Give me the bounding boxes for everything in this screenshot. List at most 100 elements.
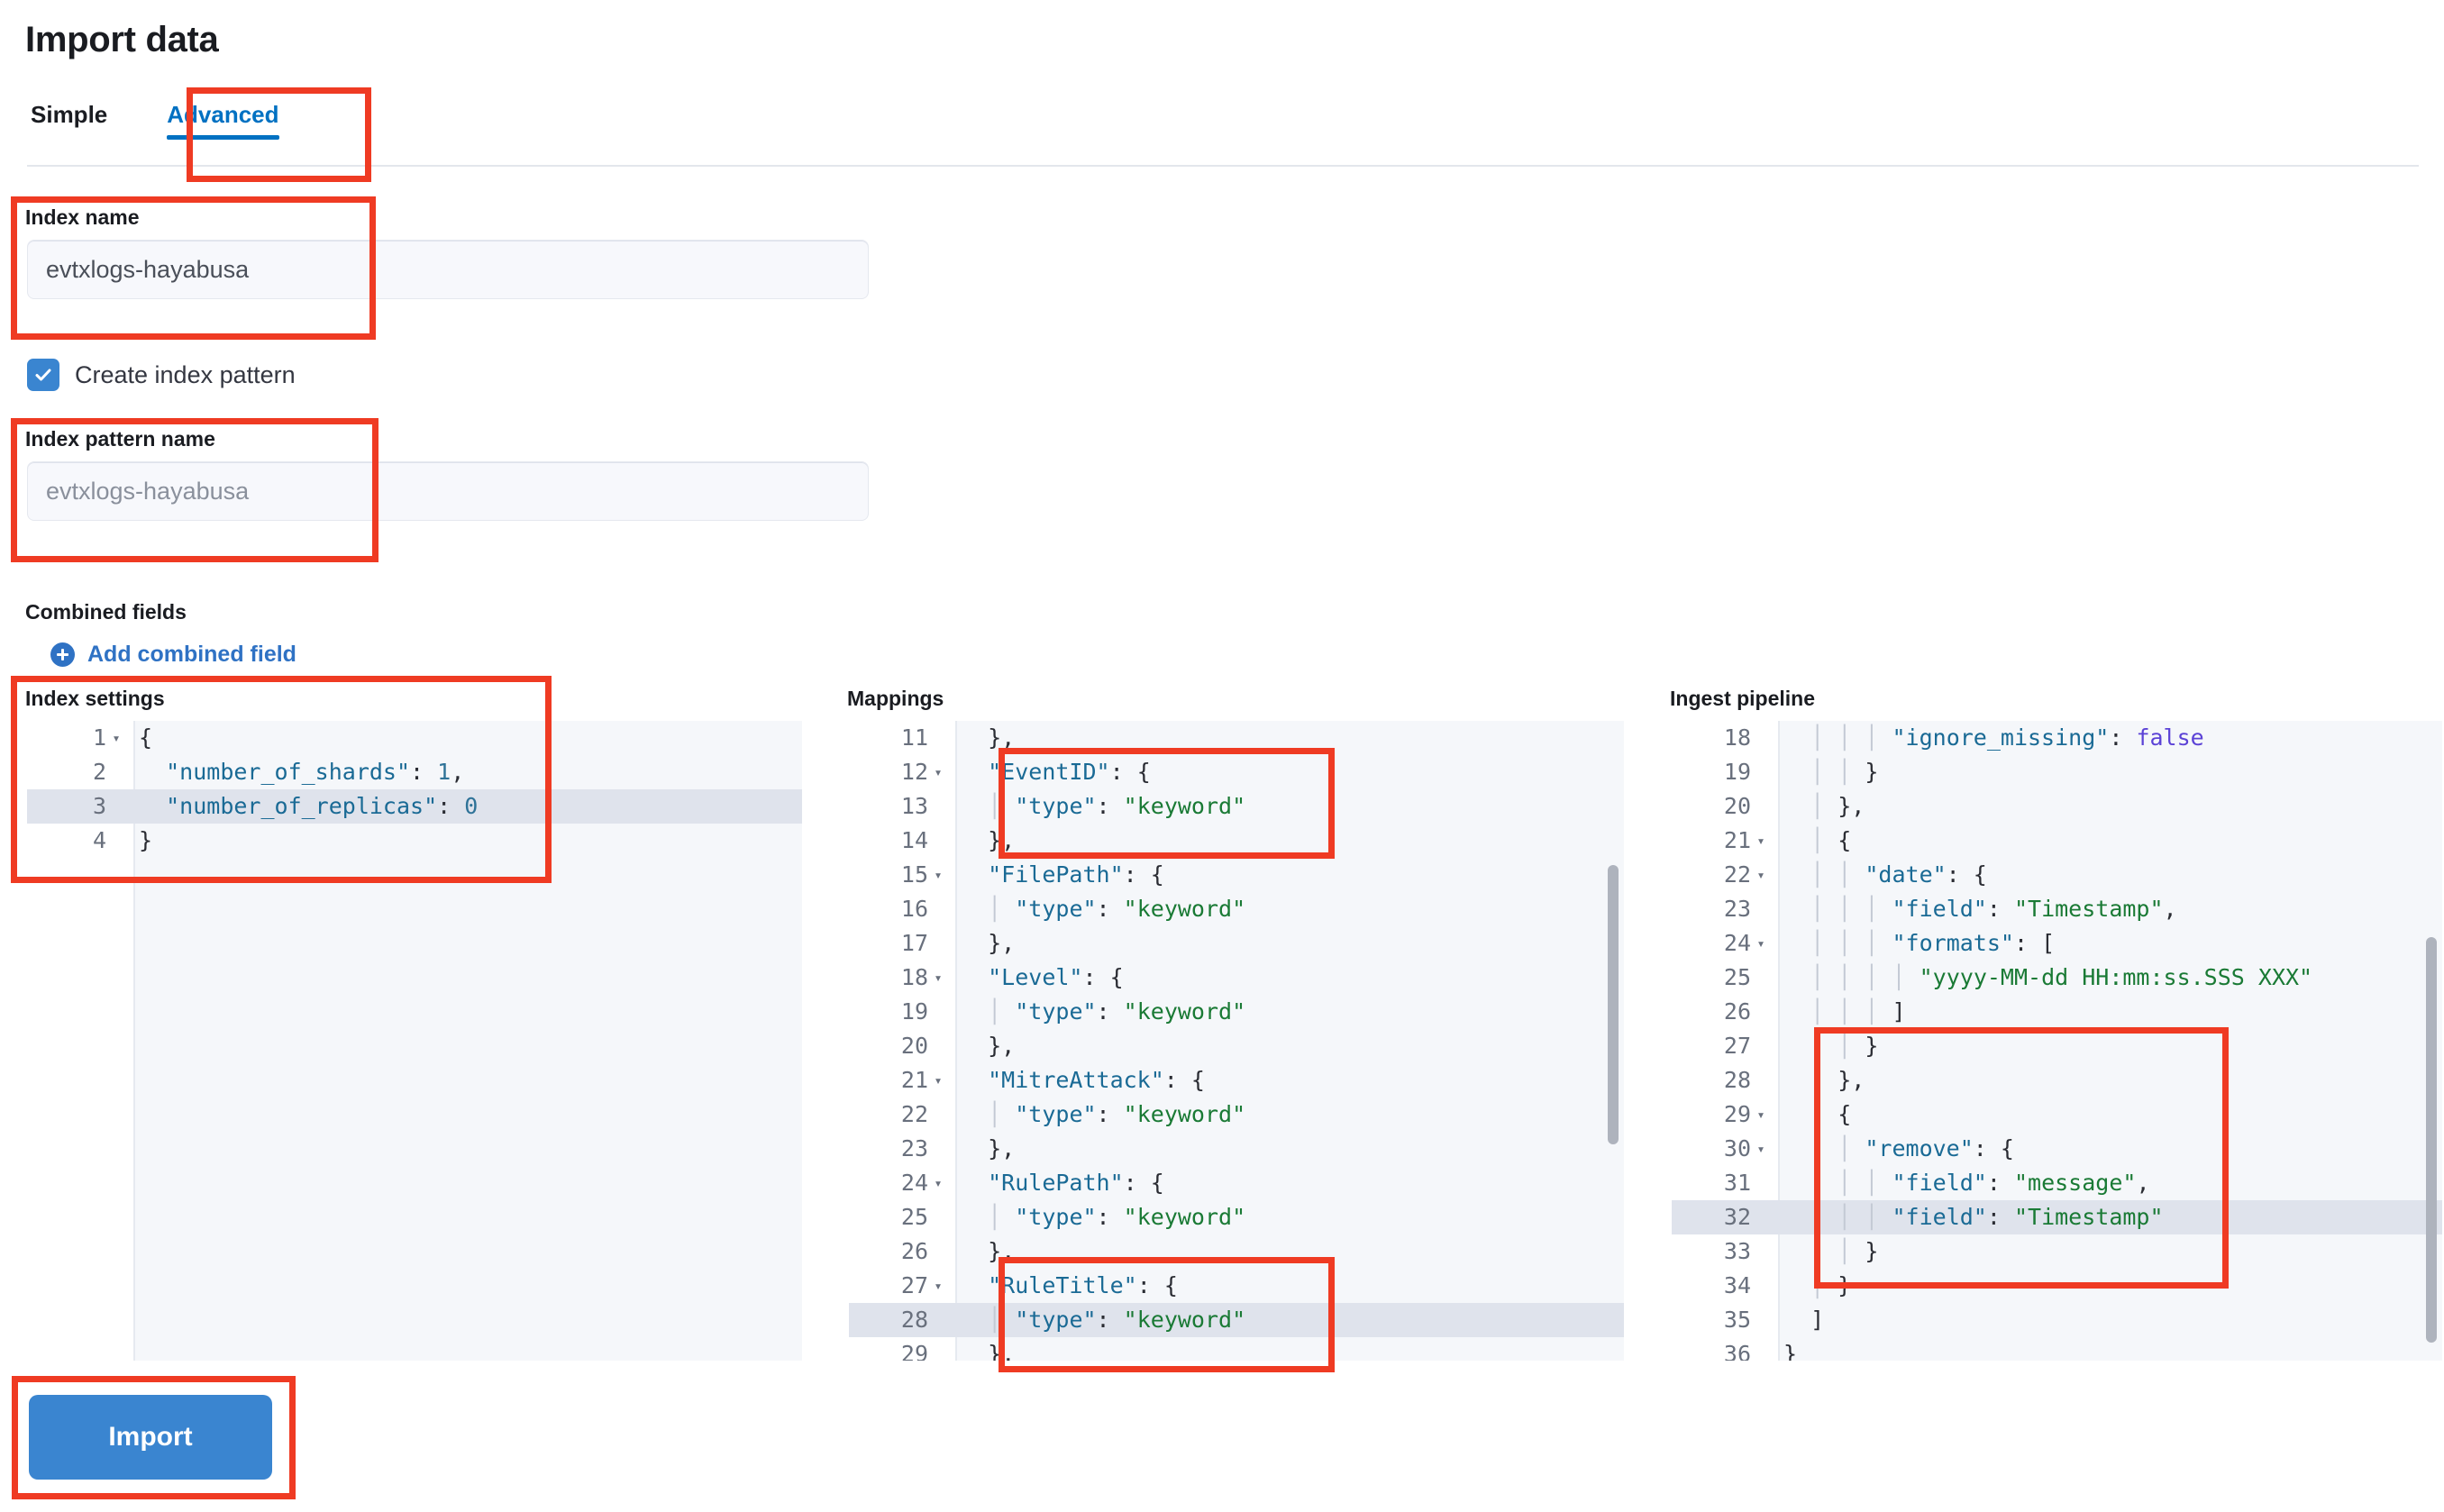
gutter-line: 19▾ [1723,759,1751,785]
mappings-scrollbar[interactable] [1608,865,1619,1144]
fold-caret-icon[interactable]: ▾ [934,1175,943,1191]
gutter-line: 15▾ [849,858,955,892]
code-line[interactable]: │ "type": "keyword" [988,1101,1246,1127]
code-line[interactable]: │ │ │ │ "yyyy-MM-dd HH:mm:ss.SSS XXX" [1810,964,2313,990]
gutter-line: 17▾ [900,930,928,956]
code-line[interactable]: │ │ "date": { [1810,861,1987,888]
code-line[interactable]: │ }, [1810,1067,1865,1093]
mappings-title: Mappings [847,687,944,710]
index-name-label: Index name [25,205,140,229]
code-line[interactable]: │ } [1810,1272,1852,1298]
mappings-gutter: 11▾12▾13▾14▾15▾16▾17▾18▾19▾20▾21▾22▾23▾2… [849,721,957,1361]
fold-caret-icon[interactable]: ▾ [1756,833,1765,849]
code-line[interactable]: }, [988,930,1016,956]
gutter-line: 21▾ [849,1063,955,1098]
code-line[interactable]: │ │ │ ] [1810,998,1906,1025]
fold-caret-icon[interactable]: ▾ [934,1072,943,1088]
code-line[interactable]: │ │ } [1810,1238,1879,1264]
fold-caret-icon[interactable]: ▾ [112,730,121,746]
index-settings-editor[interactable]: 1▾2▾3▾4▾ { "number_of_shards": 1, "numbe… [27,721,802,1361]
gutter-line: 32▾ [1672,1200,1778,1234]
gutter-line: 18▾ [849,961,955,995]
ingest-pipeline-code[interactable]: │ │ │ "ignore_missing": false │ │ } │ },… [1778,721,2442,1361]
code-line[interactable]: │ │ │ "formats": [ [1810,930,2056,956]
code-line[interactable]: │ │ "remove": { [1810,1135,2014,1161]
code-line[interactable]: │ { [1810,1101,1852,1127]
checkbox-checked-icon[interactable] [27,359,59,391]
ingest-pipeline-title: Ingest pipeline [1670,687,1816,710]
gutter-line: 22▾ [1672,858,1778,892]
code-line[interactable]: }, [988,1135,1016,1161]
code-line[interactable]: "MitreAttack": { [988,1067,1205,1093]
code-line[interactable]: │ "type": "keyword" [988,1204,1246,1230]
code-line[interactable]: │ "type": "keyword" [988,998,1246,1025]
gutter-line: 20▾ [1723,793,1751,819]
code-line[interactable]: }, [988,1341,1016,1361]
index-settings-title: Index settings [25,687,165,710]
gutter-line: 18▾ [1723,724,1751,751]
tab-advanced[interactable]: Advanced [134,97,309,145]
gutter-line: 25▾ [1723,964,1751,990]
code-line[interactable]: │ │ │ "field": "Timestamp" [1778,1200,2442,1234]
ingest-pipeline-gutter: 18▾19▾20▾21▾22▾23▾24▾25▾26▾27▾28▾29▾30▾3… [1672,721,1780,1361]
index-settings-code[interactable]: { "number_of_shards": 1, "number_of_repl… [133,721,802,1361]
code-line[interactable]: "number_of_shards": 1, [166,759,465,785]
fold-caret-icon[interactable]: ▾ [1756,867,1765,883]
code-line[interactable]: "EventID": { [988,759,1151,785]
code-line[interactable]: "Level": { [988,964,1124,990]
code-line[interactable]: │ { [1810,827,1852,853]
gutter-line: 29▾ [900,1341,928,1361]
gutter-line: 28▾ [1723,1067,1751,1093]
import-button[interactable]: Import [29,1395,272,1480]
ingest-pipeline-editor[interactable]: 18▾19▾20▾21▾22▾23▾24▾25▾26▾27▾28▾29▾30▾3… [1672,721,2442,1361]
tab-simple[interactable]: Simple [31,101,108,128]
code-line[interactable]: } [1783,1341,1798,1361]
fold-caret-icon[interactable]: ▾ [934,764,943,780]
code-line[interactable]: "number_of_replicas": 0 [133,789,802,824]
gutter-line: 14▾ [900,827,928,853]
code-line[interactable]: │ "type": "keyword" [955,1303,1624,1337]
code-line[interactable]: │ │ │ "ignore_missing": false [1810,724,2204,751]
gutter-line: 23▾ [900,1135,928,1161]
create-index-pattern-label: Create index pattern [75,360,296,388]
gutter-line: 21▾ [1672,824,1778,858]
fold-caret-icon[interactable]: ▾ [934,1278,943,1294]
fold-caret-icon[interactable]: ▾ [934,970,943,986]
code-line[interactable]: "RuleTitle": { [988,1272,1178,1298]
mappings-editor[interactable]: 11▾12▾13▾14▾15▾16▾17▾18▾19▾20▾21▾22▾23▾2… [849,721,1624,1361]
code-line[interactable]: }, [988,724,1016,751]
gutter-line: 20▾ [900,1033,928,1059]
gutter-line: 31▾ [1723,1170,1751,1196]
tab-divider [27,165,2419,167]
code-line[interactable]: }, [988,827,1016,853]
code-line[interactable]: "FilePath": { [988,861,1164,888]
code-line[interactable]: │ "type": "keyword" [988,793,1246,819]
ingest-pipeline-scrollbar[interactable] [2426,937,2437,1343]
fold-caret-icon[interactable]: ▾ [934,867,943,883]
code-line[interactable]: │ }, [1810,793,1865,819]
code-line[interactable]: │ │ } [1810,759,1879,785]
create-index-pattern-row[interactable]: Create index pattern [27,359,296,391]
code-line[interactable]: │ │ │ "field": "Timestamp", [1810,896,2177,922]
code-line[interactable]: │ "type": "keyword" [988,896,1246,922]
code-line[interactable]: │ │ │ "field": "message", [1810,1170,2150,1196]
code-line[interactable]: { [139,724,153,751]
mappings-code[interactable]: }, "EventID": { │ "type": "keyword" }, "… [955,721,1624,1361]
gutter-line: 34▾ [1723,1272,1751,1298]
add-combined-field-button[interactable]: Add combined field [50,642,296,668]
index-name-input[interactable]: evtxlogs-hayabusa [27,240,869,299]
add-combined-field-label: Add combined field [87,642,296,667]
code-line[interactable]: }, [988,1238,1016,1264]
fold-caret-icon[interactable]: ▾ [1756,935,1765,952]
fold-caret-icon[interactable]: ▾ [1756,1107,1765,1123]
gutter-line: 27▾ [1723,1033,1751,1059]
gutter-line: 1▾ [27,721,133,755]
code-line[interactable]: "RulePath": { [988,1170,1164,1196]
fold-caret-icon[interactable]: ▾ [1756,1141,1765,1157]
code-line[interactable]: }, [988,1033,1016,1059]
code-line[interactable]: } [139,827,153,853]
code-line[interactable]: ] [1810,1307,1825,1333]
gutter-line: 16▾ [900,896,928,922]
index-pattern-name-input[interactable]: evtxlogs-hayabusa [27,461,869,521]
code-line[interactable]: │ │ } [1810,1033,1879,1059]
